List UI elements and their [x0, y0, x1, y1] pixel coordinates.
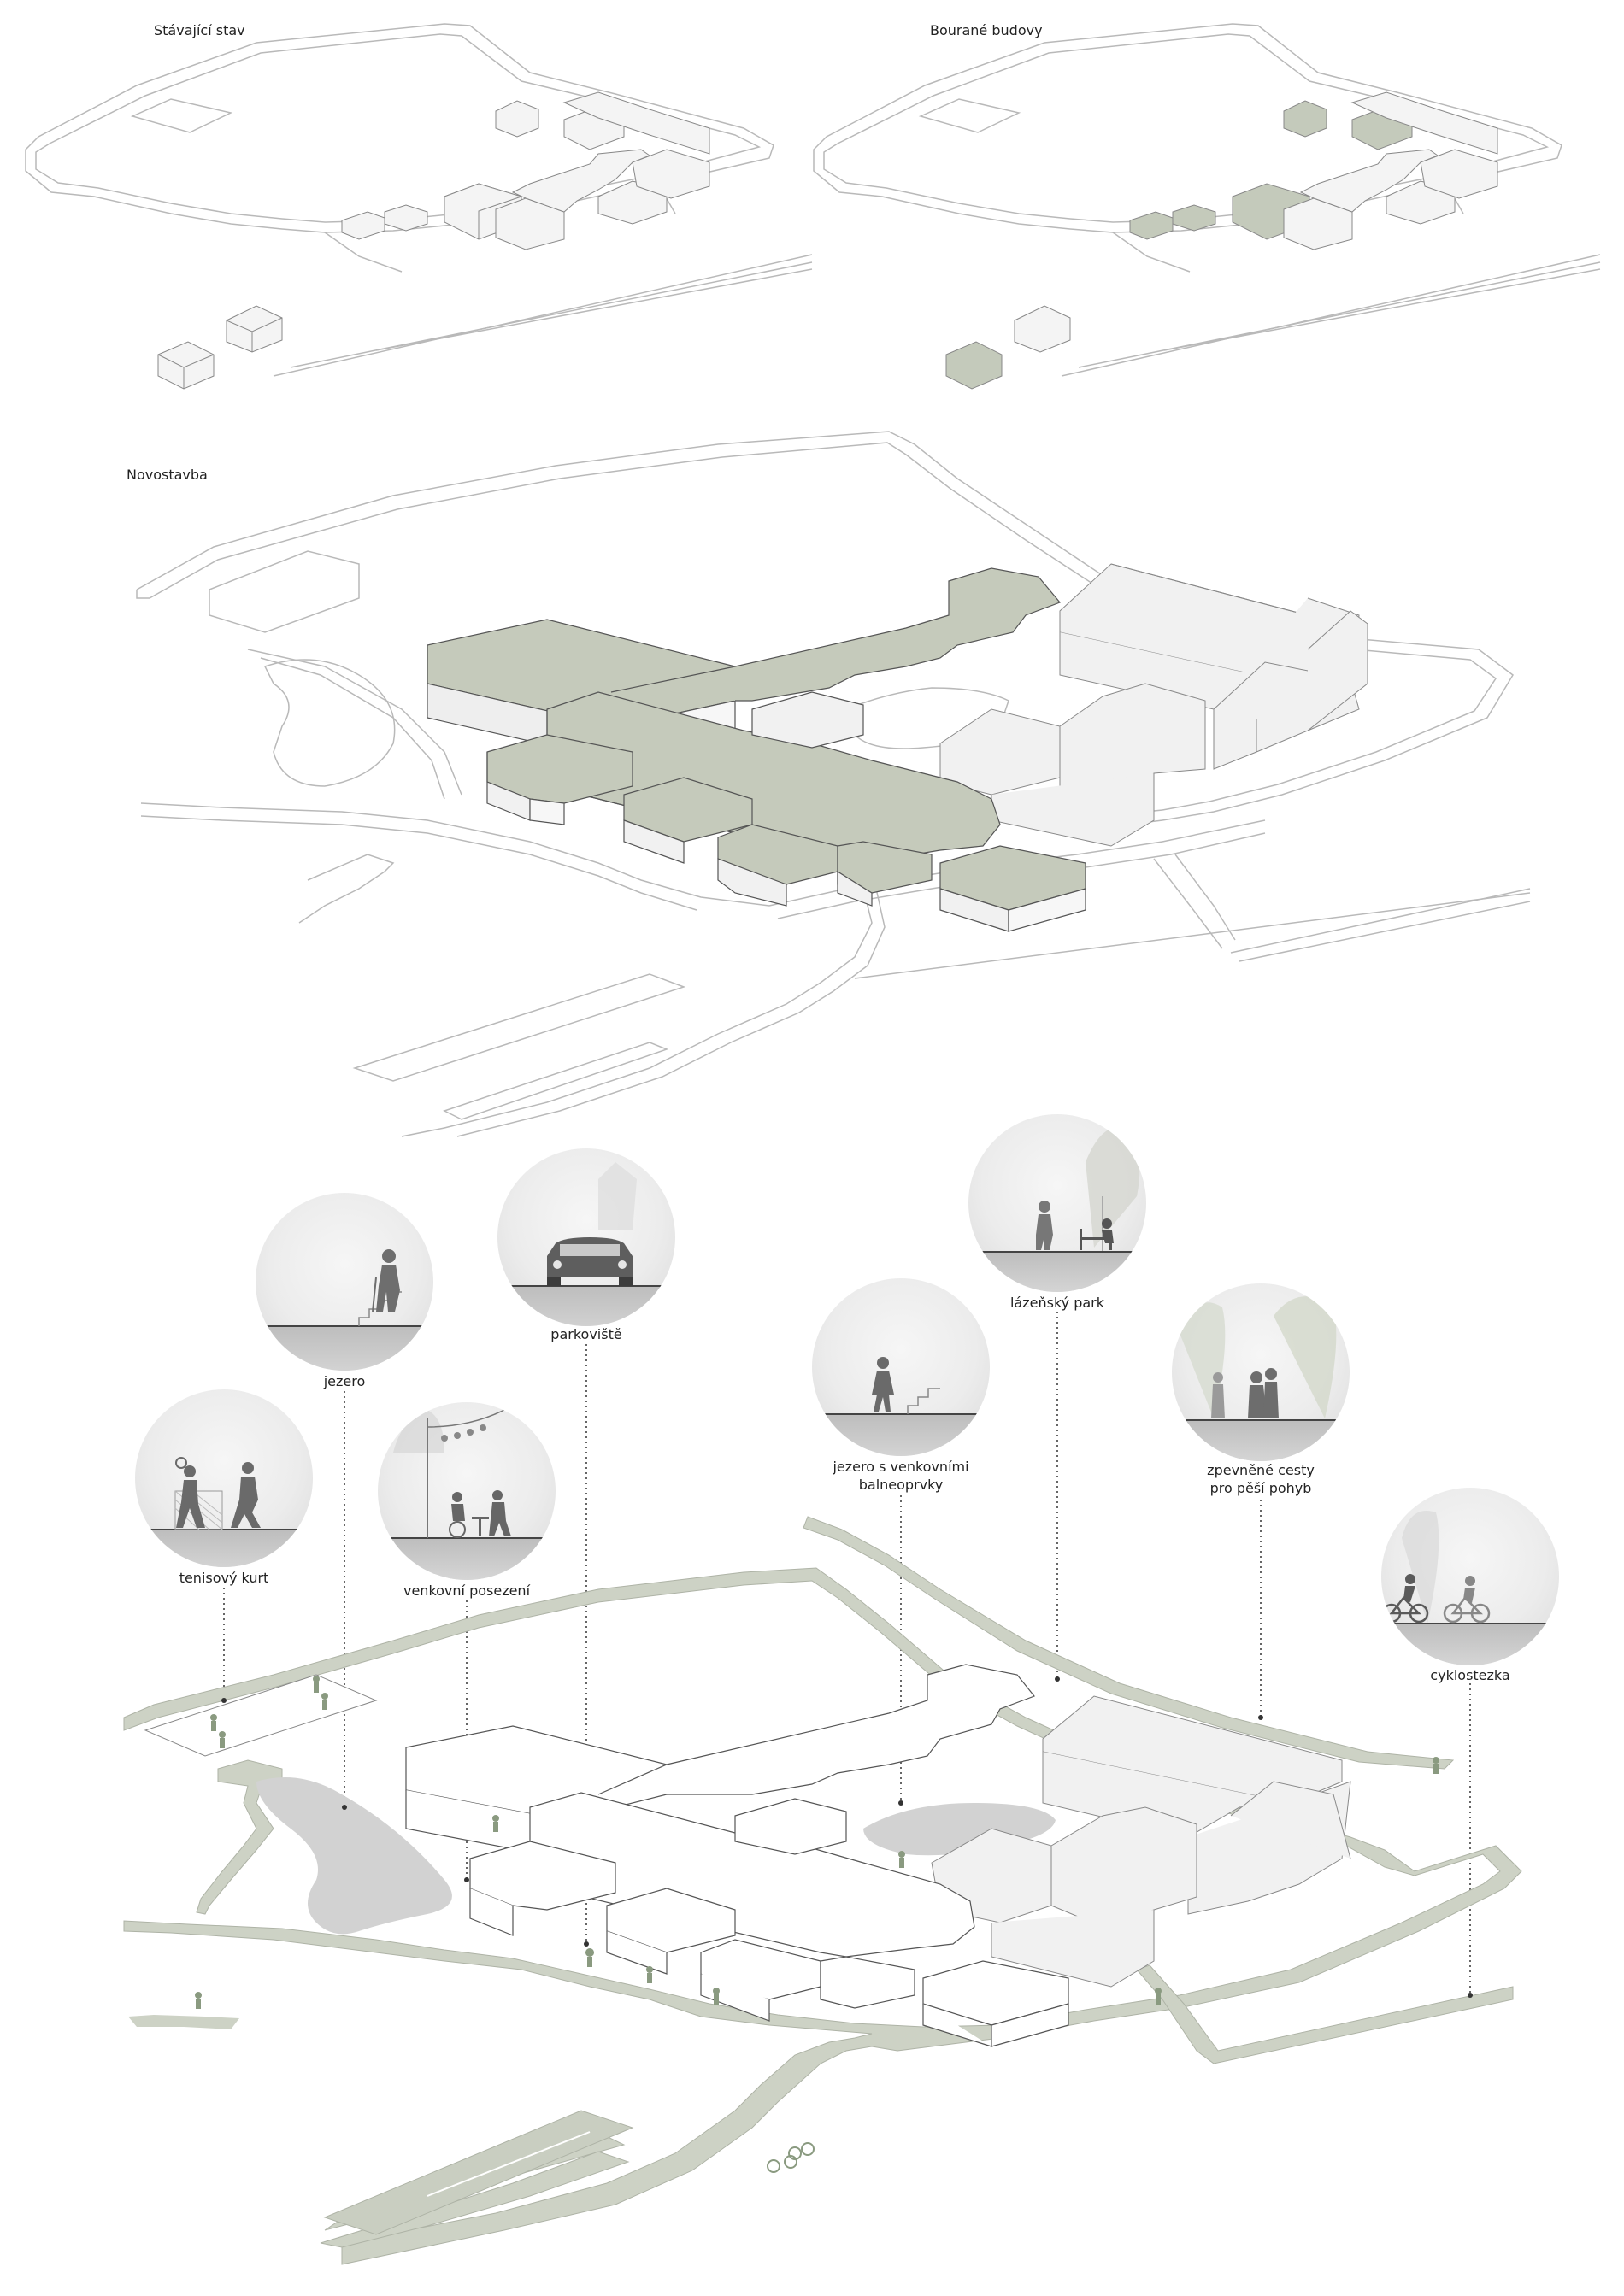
retained-buildings	[939, 563, 1368, 847]
vignette-label-park: lázeňský park	[1009, 1295, 1105, 1311]
vignette-label-cesty: zpevněné cesty pro pěší pohyb	[1207, 1462, 1315, 1496]
existing-buildings	[157, 91, 710, 390]
car-icon	[547, 1237, 633, 1286]
walking-person-icon	[1036, 1201, 1053, 1250]
bench-icon	[1080, 1218, 1114, 1250]
pedestrian-group-icon	[1211, 1368, 1279, 1418]
vignette-posezeni	[378, 1402, 556, 1580]
vignette-label-cyklo: cyklostezka	[1430, 1667, 1510, 1683]
vignette-tenis	[135, 1389, 313, 1567]
vignette-jezero	[256, 1193, 433, 1371]
panel-title-new: Novostavba	[127, 467, 208, 483]
panel-title-existing: Stávající stav	[154, 22, 245, 38]
program-site-plan	[123, 1516, 1522, 2265]
vignette-cesty	[1172, 1283, 1350, 1461]
new-building	[427, 567, 1086, 932]
demolished-buildings	[945, 91, 1498, 390]
vignette-park	[968, 1114, 1146, 1292]
vignette-label-jezero: jezero	[323, 1373, 366, 1389]
tennis-player-icon	[175, 1457, 261, 1528]
wheelchair-user-icon	[449, 1490, 511, 1538]
vignette-label-posezeni: venkovní posezení	[403, 1583, 531, 1599]
vignette-label-tenis: tenisový kurt	[179, 1570, 269, 1586]
walking-woman-icon	[872, 1357, 894, 1412]
panel-title-demolished: Bourané budovy	[930, 22, 1043, 38]
people-markers	[195, 1676, 1439, 2173]
vignette-balneo	[812, 1278, 990, 1456]
vignette-label-balneo: jezero s venkovními balneoprvky	[833, 1459, 969, 1493]
existing-state-plan	[25, 23, 813, 377]
vignette-parkoviste	[497, 1148, 675, 1326]
demolished-plan	[813, 23, 1601, 377]
vignette-cyklo	[1381, 1488, 1559, 1665]
elderly-with-cane-icon	[372, 1249, 400, 1312]
vignette-label-parkoviste: parkoviště	[550, 1326, 622, 1342]
